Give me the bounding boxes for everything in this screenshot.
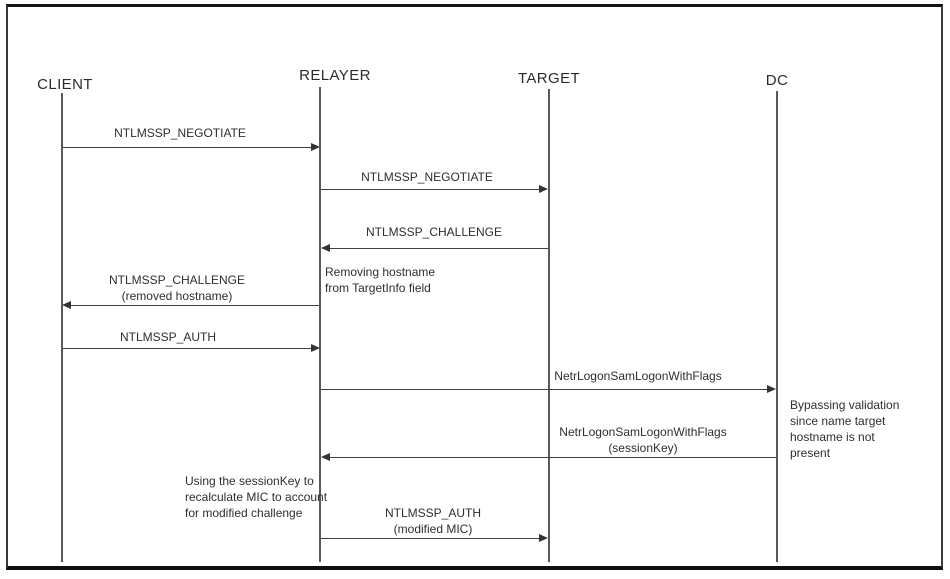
note-bypassing-validation: Bypassing validation since name target h… [790, 397, 899, 461]
arrow-line [65, 305, 319, 306]
arrowhead-right-icon [539, 534, 548, 542]
actor-client-label: CLIENT [37, 76, 93, 93]
note-line: from TargetInfo field [325, 281, 431, 295]
note-line: since name target [790, 414, 886, 428]
message-label: NTLMSSP_CHALLENGE [365, 225, 503, 239]
note-line: recalculate MIC to account [185, 490, 328, 504]
diagram-frame [6, 4, 943, 570]
message-label-main: NTLMSSP_CHALLENGE [108, 273, 246, 287]
arrow-line [63, 147, 313, 148]
message-label: NTLMSSP_NEGOTIATE [114, 126, 246, 140]
arrow-line [321, 389, 768, 390]
message-label-sub: (modified MIC) [393, 522, 473, 536]
actor-relayer-label: RELAYER [299, 67, 371, 84]
arrowhead-right-icon [311, 143, 320, 151]
note-line: for modified challenge [185, 506, 303, 520]
arrowhead-left-icon [321, 453, 330, 461]
actor-dc-label: DC [765, 72, 789, 89]
message-label: NTLMSSP_CHALLENGE (removed hostname) [109, 272, 245, 304]
arrowhead-left-icon [62, 301, 71, 309]
arrowhead-right-icon [539, 185, 548, 193]
message-label: NetrLogonSamLogonWithFlags [554, 369, 722, 383]
note-line: hostname is not [790, 430, 875, 444]
message-label-sub: (sessionKey) [608, 441, 678, 455]
message-label: NTLMSSP_NEGOTIATE [361, 170, 493, 184]
note-line: Removing hostname [325, 265, 436, 279]
message-label: NTLMSSP_AUTH (modified MIC) [385, 505, 481, 537]
lifeline-dc [776, 91, 778, 562]
arrow-line [323, 248, 548, 249]
note-line: Using the sessionKey to [185, 474, 314, 488]
note-line: Bypassing validation [790, 398, 900, 412]
arrow-line [323, 457, 776, 458]
message-label-main: NetrLogonSamLogonWithFlags [559, 425, 727, 439]
arrow-line [63, 348, 313, 349]
message-label-main: NTLMSSP_AUTH [384, 506, 482, 520]
message-label-sub: (removed hostname) [121, 289, 233, 303]
arrowhead-right-icon [311, 344, 320, 352]
arrowhead-right-icon [767, 385, 776, 393]
arrowhead-left-icon [321, 244, 330, 252]
arrow-line [321, 538, 540, 539]
lifeline-relayer [319, 87, 321, 562]
arrow-line [321, 189, 540, 190]
message-label: NetrLogonSamLogonWithFlags (sessionKey) [559, 424, 726, 456]
actor-target-label: TARGET [517, 70, 581, 87]
lifeline-client [61, 93, 63, 562]
note-sessionkey-mic: Using the sessionKey to recalculate MIC … [185, 473, 327, 521]
note-removing-hostname: Removing hostname from TargetInfo field [325, 264, 435, 296]
message-label: NTLMSSP_AUTH [119, 330, 217, 344]
note-line: present [790, 446, 831, 460]
lifeline-target [548, 89, 550, 562]
